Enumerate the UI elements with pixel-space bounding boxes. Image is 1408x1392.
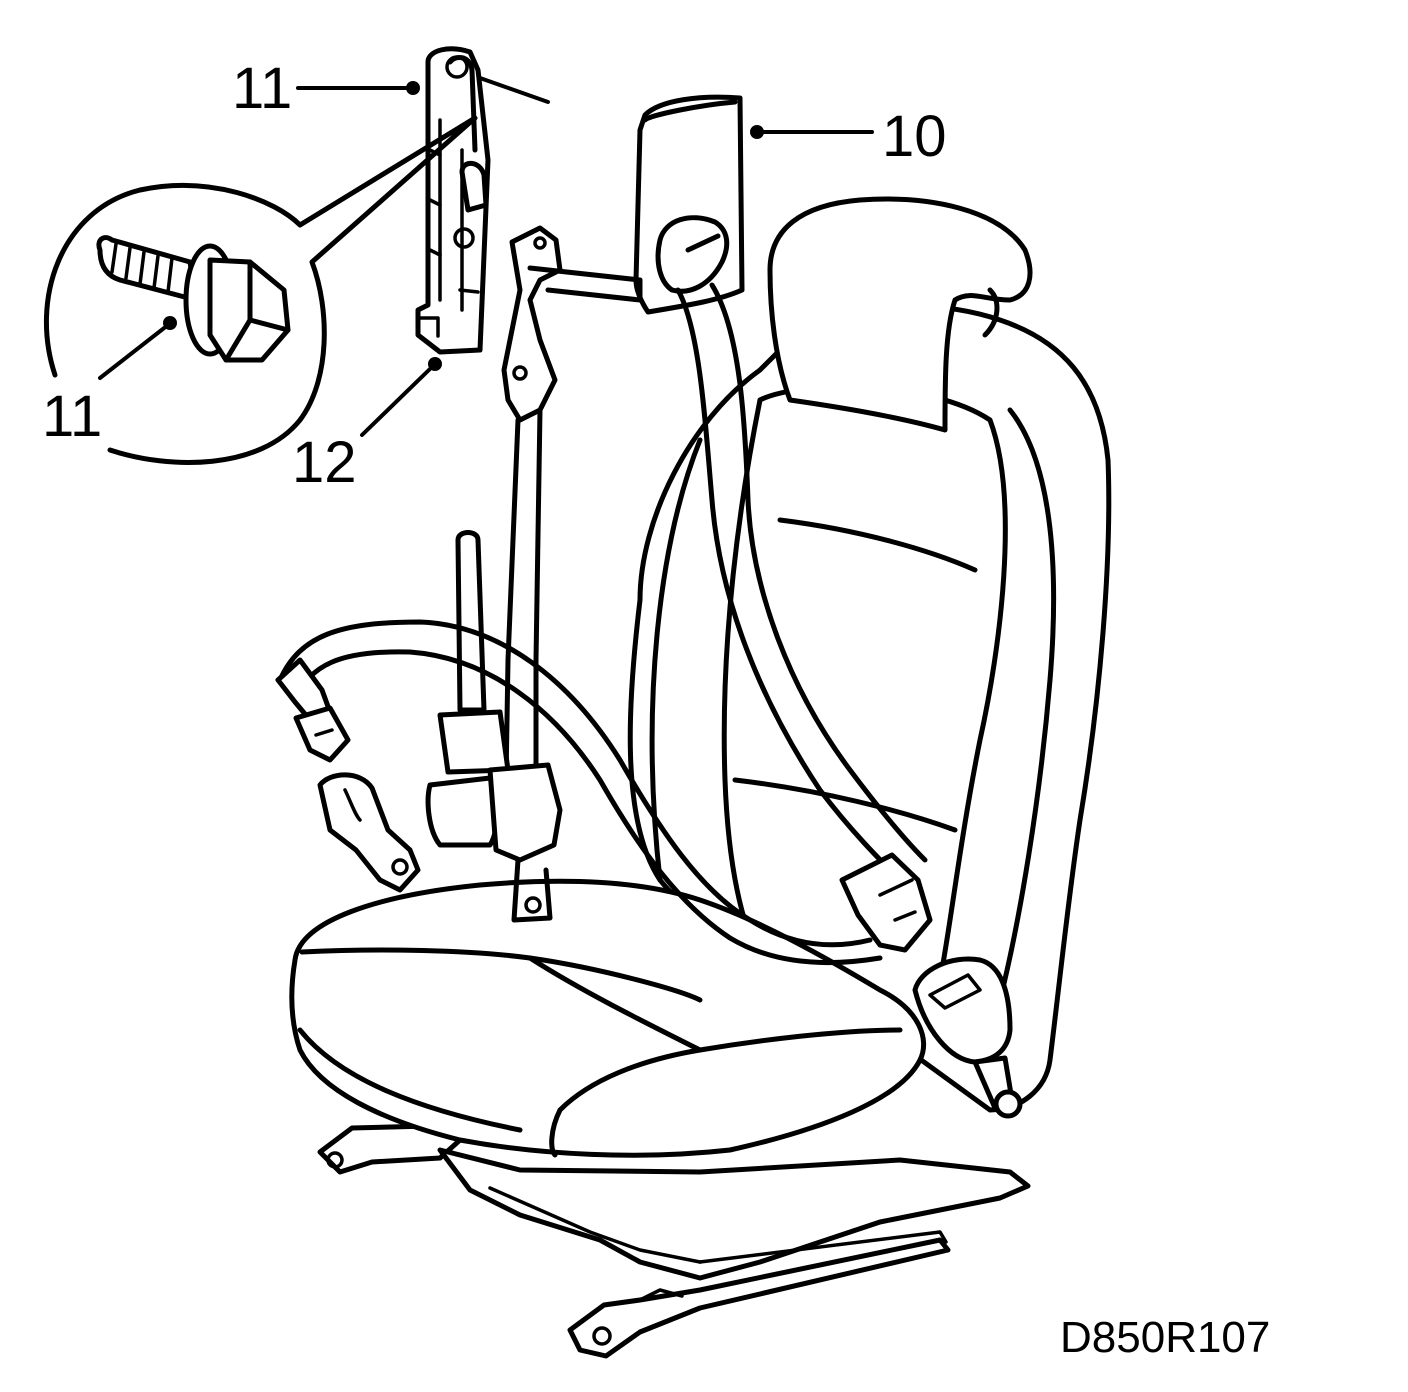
seat-rails	[317, 1123, 1031, 1359]
seat-buckle	[912, 956, 1023, 1119]
callout-11-top: 11	[232, 56, 292, 121]
retractor-webbing	[501, 225, 643, 783]
height-adjuster-rail	[415, 46, 491, 355]
lap-belt	[275, 619, 883, 966]
callout-10: 10	[882, 104, 947, 169]
bolt-detail-inset	[43, 115, 478, 465]
seat-cushion	[289, 878, 927, 1158]
leader-lines	[98, 76, 874, 437]
headrest	[767, 196, 1033, 433]
callout-11-inset: 11	[42, 384, 102, 449]
drawing-reference-code: D850R107	[1060, 1313, 1270, 1362]
belt-tongue	[839, 852, 933, 953]
callout-12: 12	[292, 430, 357, 495]
retractor-stalk	[425, 530, 563, 923]
d-ring-guide	[655, 215, 730, 294]
shoulder-belt	[675, 282, 928, 883]
lap-anchor-bracket	[317, 772, 421, 893]
